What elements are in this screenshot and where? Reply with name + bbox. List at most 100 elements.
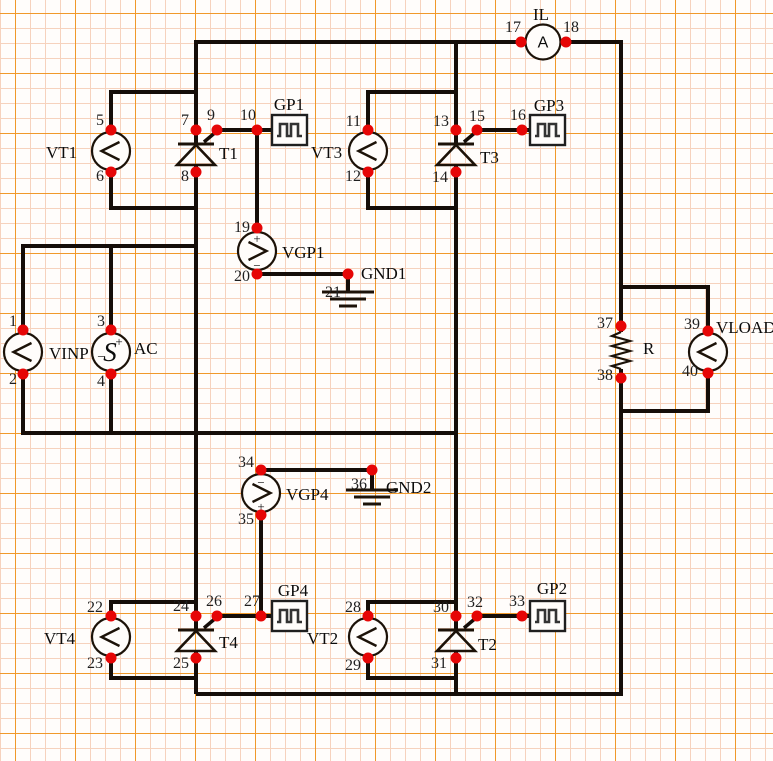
node-dot-36[interactable] [366, 464, 378, 476]
node-dot-39[interactable] [702, 325, 714, 337]
pulse-box[interactable] [528, 113, 567, 147]
node-dot-11[interactable] [362, 124, 374, 136]
polarity-mark: + [257, 499, 264, 514]
ammeter-glyph: A [538, 35, 549, 52]
node-dot-6[interactable] [105, 166, 117, 178]
pulse-box[interactable] [270, 113, 309, 147]
node-dot-20[interactable] [251, 268, 263, 280]
voltmeter-VLOAD[interactable] [687, 331, 729, 373]
node-dot-12[interactable] [362, 166, 374, 178]
ammeter-IL[interactable]: A [524, 23, 562, 61]
wire[interactable] [196, 369, 623, 696]
label-VLOAD: VLOAD [716, 318, 773, 337]
node-dot-14[interactable] [450, 166, 462, 178]
meter-arrow-icon [10, 341, 33, 363]
gate-source-VGP4[interactable]: −+ [240, 472, 282, 514]
node-dot-32[interactable] [471, 610, 483, 622]
node-dot-18[interactable] [560, 36, 572, 48]
node-dot-40[interactable] [702, 367, 714, 379]
node-number-30: 30 [433, 599, 449, 616]
wire[interactable] [109, 90, 198, 133]
thyristor-T3[interactable]: T3 [433, 129, 499, 172]
wire[interactable] [366, 169, 458, 210]
node-dot-31[interactable] [450, 652, 462, 664]
node-number-40: 40 [682, 363, 698, 380]
ac-source-AC[interactable]: S+− [90, 331, 132, 373]
ground-GND1[interactable] [322, 290, 374, 308]
wire[interactable] [621, 371, 710, 413]
node-dot-38[interactable] [615, 372, 627, 384]
wire[interactable] [109, 169, 198, 210]
pulse-wave-icon [277, 122, 302, 138]
node-dot-28[interactable] [362, 610, 374, 622]
node-dot-19[interactable] [251, 222, 263, 234]
node-dot-8[interactable] [190, 166, 202, 178]
voltmeter-VT1[interactable] [90, 130, 132, 172]
node-dot-35[interactable] [255, 509, 267, 521]
pulse-generator-label: GP1 [274, 95, 304, 114]
node-dot-37[interactable] [615, 320, 627, 332]
voltmeter-body[interactable] [2, 331, 44, 373]
voltmeter-body[interactable] [90, 616, 132, 658]
node-dot-27[interactable] [255, 610, 267, 622]
wire[interactable] [194, 40, 526, 132]
wire[interactable] [560, 40, 623, 332]
node-dot-1[interactable] [17, 324, 29, 336]
node-dot-17[interactable] [515, 36, 527, 48]
node-dot-16[interactable] [516, 124, 528, 136]
node-dot-3[interactable] [105, 324, 117, 336]
node-dot-25[interactable] [190, 652, 202, 664]
node-dot-5[interactable] [105, 124, 117, 136]
node-dot-22[interactable] [105, 610, 117, 622]
voltmeter-VT4[interactable] [90, 616, 132, 658]
node-dot-2[interactable] [17, 368, 29, 380]
node-number-22: 22 [87, 599, 103, 616]
node-dot-15[interactable] [471, 124, 483, 136]
node-dot-13[interactable] [450, 124, 462, 136]
node-dot-29[interactable] [362, 652, 374, 664]
gate-source-VGP1[interactable]: +− [236, 230, 278, 273]
node-dot-7[interactable] [190, 124, 202, 136]
resistor-R[interactable] [607, 330, 635, 371]
node-dot-23[interactable] [105, 652, 117, 664]
pulse-generator-GP3[interactable]: GP3 [528, 96, 567, 147]
wire[interactable] [366, 90, 458, 133]
pulse-generator-GP1[interactable]: GP1 [270, 95, 309, 147]
label-VT2: VT2 [307, 629, 338, 648]
source-arrow-icon [251, 482, 274, 504]
node-dot-34[interactable] [255, 464, 267, 476]
node-number-18: 18 [563, 19, 579, 36]
pulse-generator-GP4[interactable]: GP4 [270, 581, 309, 633]
pulse-box[interactable] [528, 599, 567, 633]
voltmeter-body[interactable] [347, 130, 389, 172]
voltmeter-body[interactable] [347, 616, 389, 658]
thyristor-T2[interactable]: T2 [433, 615, 497, 658]
node-dot-26[interactable] [211, 610, 223, 622]
label-GND2: GND2 [386, 478, 431, 497]
node-dot-30[interactable] [450, 610, 462, 622]
pulse-generator-GP2[interactable]: GP2 [528, 579, 567, 633]
thyristor-T1[interactable]: T1 [173, 129, 238, 172]
wire[interactable] [621, 285, 710, 333]
node-dot-24[interactable] [190, 610, 202, 622]
wire[interactable] [21, 371, 458, 435]
voltmeter-VT3[interactable] [347, 130, 389, 172]
node-dot-33[interactable] [516, 610, 528, 622]
voltmeter-body[interactable] [90, 130, 132, 172]
node-dot-4[interactable] [105, 368, 117, 380]
node-dot-10[interactable] [251, 124, 263, 136]
ground-GND2[interactable] [346, 488, 398, 506]
node-dot-21[interactable] [342, 268, 354, 280]
voltmeter-VINP[interactable] [2, 331, 44, 373]
label-VT4: VT4 [44, 629, 76, 648]
label-R: R [643, 339, 655, 358]
pulse-box[interactable] [270, 599, 309, 633]
node-number-12: 12 [345, 168, 361, 185]
wire[interactable] [21, 244, 198, 333]
node-dot-9[interactable] [211, 124, 223, 136]
polarity-mark: − [253, 258, 260, 273]
voltmeter-VT2[interactable] [347, 616, 389, 658]
thyristor-T4[interactable]: T4 [173, 615, 238, 658]
